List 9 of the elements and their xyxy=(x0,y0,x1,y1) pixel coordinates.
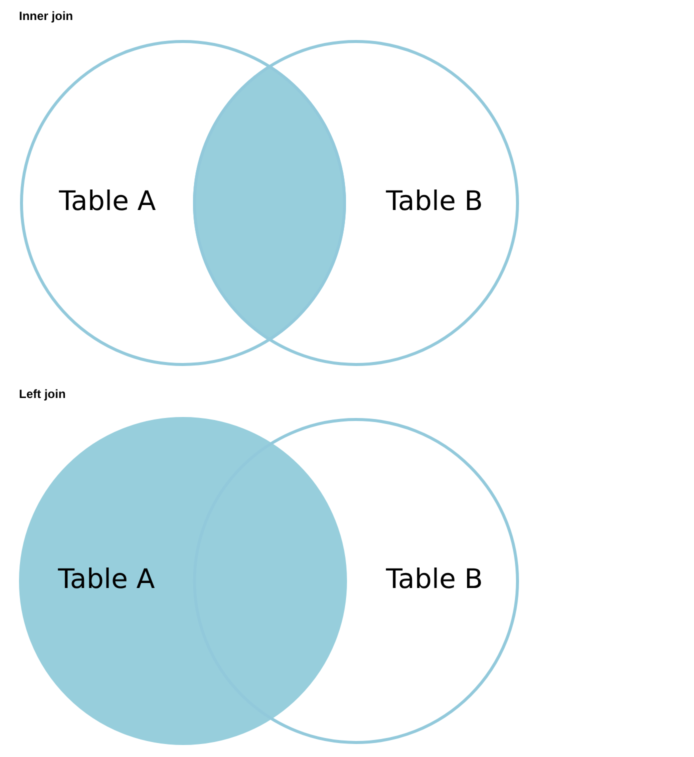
venn-circle xyxy=(20,40,346,366)
diagram-heading: Inner join xyxy=(19,9,73,23)
set-label: Table B xyxy=(386,564,483,596)
diagram-heading: Left join xyxy=(19,387,66,401)
set-label: Table A xyxy=(58,564,155,596)
venn-circle xyxy=(193,418,519,744)
venn-circle xyxy=(193,40,519,366)
set-label: Table B xyxy=(386,186,483,218)
set-label: Table A xyxy=(59,186,156,218)
